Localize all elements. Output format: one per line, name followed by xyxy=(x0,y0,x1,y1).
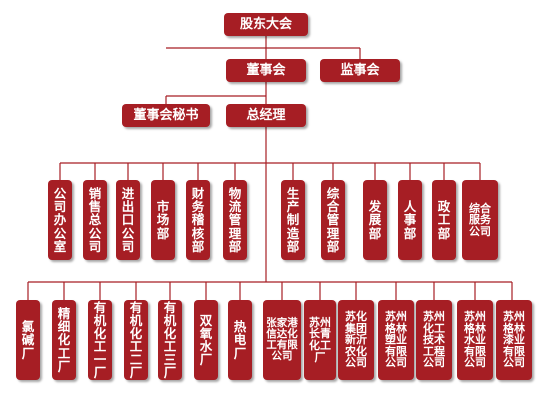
factory-label: 有机化工一厂 xyxy=(93,299,107,381)
dept-box: 物流管理部 xyxy=(223,180,247,260)
dept-box: 生产制造部 xyxy=(281,180,305,260)
board-secretary-box: 董事会秘书 xyxy=(122,104,210,127)
factory-label: 苏州格林塑业有限公司 xyxy=(385,310,407,370)
factory-box: 苏化集团新沂农化公司 xyxy=(338,300,374,380)
dept-label: 综合管理部 xyxy=(326,186,340,254)
dept-box: 发展部 xyxy=(363,180,387,260)
dept-label: 综合服务公司 xyxy=(469,201,491,238)
factory-label: 有机化工二厂 xyxy=(129,299,143,381)
dept-box: 综合管理部 xyxy=(321,180,345,260)
factory-box: 精细化工厂 xyxy=(52,300,76,380)
dept-box: 进出口公司 xyxy=(116,180,140,260)
shareholders-meeting-box: 股东大会 xyxy=(224,13,308,36)
dept-box: 综合服务公司 xyxy=(462,180,498,260)
dept-box: 销售总公司 xyxy=(83,180,107,260)
factory-box: 苏州长青化工厂 xyxy=(304,300,336,380)
factory-label: 氯碱厂 xyxy=(21,319,35,361)
factory-box: 双氧水厂 xyxy=(194,300,218,380)
dept-label: 公司办公室 xyxy=(53,186,67,254)
factory-label: 热电厂 xyxy=(233,319,247,361)
dept-label: 发展部 xyxy=(368,199,382,241)
dept-box: 财务稽核部 xyxy=(186,180,210,260)
dept-label: 人事部 xyxy=(403,199,417,241)
factory-box: 有机化工一厂 xyxy=(88,300,112,380)
shareholders-meeting-label: 股东大会 xyxy=(239,16,292,32)
dept-label: 销售总公司 xyxy=(88,186,102,254)
factory-label: 苏州化工技术工程公司 xyxy=(423,310,445,370)
dept-label: 物流管理部 xyxy=(228,186,242,254)
general-manager-label: 总经理 xyxy=(246,107,286,123)
factory-box: 苏州化工技术工程公司 xyxy=(416,300,452,380)
board-box: 董事会 xyxy=(226,59,306,82)
dept-label: 财务稽核部 xyxy=(191,186,205,254)
factory-box: 有机化工三厂 xyxy=(158,300,182,380)
factory-label: 有机化工三厂 xyxy=(163,299,177,381)
dept-box: 市场部 xyxy=(151,180,175,260)
factory-box: 苏州格林水业有限公司 xyxy=(457,300,493,380)
dept-label: 政工部 xyxy=(437,199,451,241)
dept-label: 生产制造部 xyxy=(286,186,300,254)
factory-box: 氯碱厂 xyxy=(16,300,40,380)
dept-box: 人事部 xyxy=(398,180,422,260)
factory-box: 张家港信达化工有限公司 xyxy=(263,300,301,380)
factory-box: 苏州格林漆业有限公司 xyxy=(496,300,532,380)
dept-label: 市场部 xyxy=(156,199,170,241)
factory-box: 热电厂 xyxy=(228,300,252,380)
dept-label: 进出口公司 xyxy=(121,186,135,254)
dept-box: 公司办公室 xyxy=(48,180,72,260)
factory-box: 有机化工二厂 xyxy=(124,300,148,380)
supervisors-box: 监事会 xyxy=(320,59,400,82)
factory-label: 苏州长青化工厂 xyxy=(309,315,331,364)
factory-label: 苏州格林漆业有限公司 xyxy=(503,310,525,370)
dept-box: 政工部 xyxy=(432,180,456,260)
factory-label: 双氧水厂 xyxy=(199,312,213,368)
factory-label: 苏州格林水业有限公司 xyxy=(464,310,486,370)
factory-label: 张家港信达化工有限公司 xyxy=(266,316,298,363)
factory-label: 苏化集团新沂农化公司 xyxy=(345,310,367,370)
factory-box: 苏州格林塑业有限公司 xyxy=(378,300,414,380)
general-manager-box: 总经理 xyxy=(226,104,306,127)
board-label: 董事会 xyxy=(246,62,286,78)
board-secretary-label: 董事会秘书 xyxy=(133,107,199,123)
supervisors-label: 监事会 xyxy=(340,62,380,78)
factory-label: 精细化工厂 xyxy=(57,306,71,374)
